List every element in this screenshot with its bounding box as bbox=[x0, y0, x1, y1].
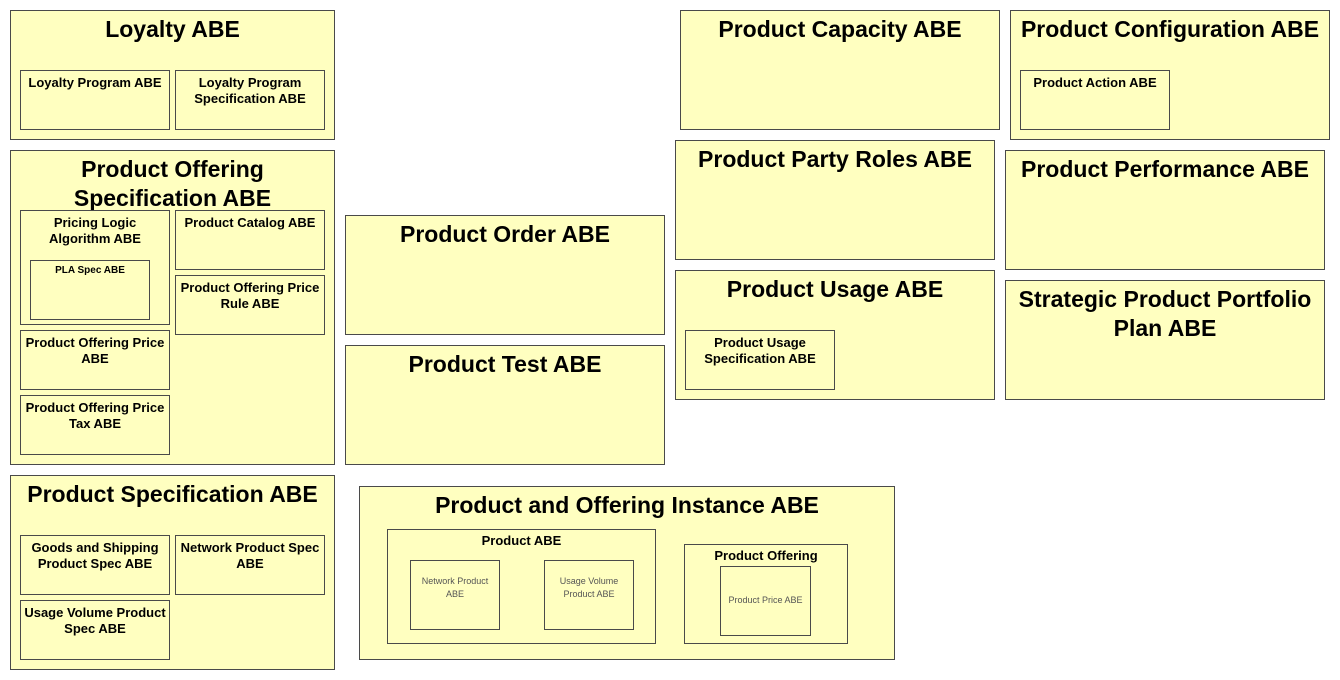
product-offering-price-abe[interactable]: Product Offering Price ABE bbox=[20, 330, 170, 390]
usage-volume-product-spec-abe-label: Usage Volume Product Spec ABE bbox=[24, 605, 166, 636]
product-offering[interactable]: Product Offering Product Price ABE bbox=[684, 544, 848, 644]
product-usage-abe[interactable]: Product Usage ABE Product Usage Specific… bbox=[675, 270, 995, 400]
product-configuration-abe[interactable]: Product Configuration ABE Product Action… bbox=[1010, 10, 1330, 140]
product-price-abe-label: Product Price ABE bbox=[728, 595, 803, 605]
product-usage-abe-title: Product Usage ABE bbox=[726, 276, 944, 302]
goods-shipping-product-spec-abe[interactable]: Goods and Shipping Product Spec ABE bbox=[20, 535, 170, 595]
product-usage-spec-abe-label: Product Usage Specification ABE bbox=[704, 335, 816, 366]
product-offering-price-tax-abe-label: Product Offering Price Tax ABE bbox=[25, 400, 165, 431]
loyalty-abe-title: Loyalty ABE bbox=[105, 16, 240, 42]
product-capacity-abe[interactable]: Product Capacity ABE bbox=[680, 10, 1000, 130]
product-offering-price-rule-abe-label: Product Offering Price Rule ABE bbox=[180, 280, 320, 311]
product-action-abe-label: Product Action ABE bbox=[1033, 75, 1157, 90]
product-party-roles-abe-title: Product Party Roles ABE bbox=[698, 146, 972, 172]
product-offering-price-rule-abe[interactable]: Product Offering Price Rule ABE bbox=[175, 275, 325, 335]
pricing-logic-algorithm-abe-label: Pricing Logic Algorithm ABE bbox=[49, 215, 141, 246]
product-offering-instance-abe-title: Product and Offering Instance ABE bbox=[435, 492, 819, 518]
network-product-abe-label: Network Product ABE bbox=[421, 576, 489, 599]
product-catalog-abe-label: Product Catalog ABE bbox=[184, 215, 316, 230]
loyalty-program-spec-abe[interactable]: Loyalty Program Specification ABE bbox=[175, 70, 325, 130]
network-product-spec-abe[interactable]: Network Product Spec ABE bbox=[175, 535, 325, 595]
pla-spec-abe[interactable]: PLA Spec ABE bbox=[30, 260, 150, 320]
product-specification-abe-title: Product Specification ABE bbox=[27, 481, 318, 507]
loyalty-program-abe-label: Loyalty Program ABE bbox=[28, 75, 162, 90]
product-offering-spec-abe[interactable]: Product Offering Specification ABE Prici… bbox=[10, 150, 335, 465]
product-abe-label: Product ABE bbox=[481, 533, 562, 548]
product-specification-abe[interactable]: Product Specification ABE Goods and Ship… bbox=[10, 475, 335, 670]
product-performance-abe-title: Product Performance ABE bbox=[1021, 156, 1309, 182]
strategic-product-portfolio-plan-abe-title: Strategic Product Portfolio Plan ABE bbox=[1018, 286, 1312, 341]
product-order-abe[interactable]: Product Order ABE bbox=[345, 215, 665, 335]
network-product-spec-abe-label: Network Product Spec ABE bbox=[180, 540, 320, 571]
product-price-abe[interactable]: Product Price ABE bbox=[720, 566, 811, 636]
product-usage-spec-abe[interactable]: Product Usage Specification ABE bbox=[685, 330, 835, 390]
product-offering-label: Product Offering bbox=[714, 548, 818, 563]
product-abe[interactable]: Product ABE Network Product ABE Usage Vo… bbox=[387, 529, 656, 644]
usage-volume-product-spec-abe[interactable]: Usage Volume Product Spec ABE bbox=[20, 600, 170, 660]
pla-spec-abe-label: PLA Spec ABE bbox=[55, 265, 125, 276]
product-offering-price-tax-abe[interactable]: Product Offering Price Tax ABE bbox=[20, 395, 170, 455]
product-capacity-abe-title: Product Capacity ABE bbox=[718, 16, 962, 42]
product-catalog-abe[interactable]: Product Catalog ABE bbox=[175, 210, 325, 270]
goods-shipping-product-spec-abe-label: Goods and Shipping Product Spec ABE bbox=[31, 540, 159, 571]
loyalty-abe[interactable]: Loyalty ABE Loyalty Program ABE Loyalty … bbox=[10, 10, 335, 140]
network-product-abe[interactable]: Network Product ABE bbox=[410, 560, 500, 630]
usage-volume-product-abe-label: Usage Volume Product ABE bbox=[559, 576, 619, 599]
loyalty-program-spec-abe-label: Loyalty Program Specification ABE bbox=[194, 75, 306, 106]
loyalty-program-abe[interactable]: Loyalty Program ABE bbox=[20, 70, 170, 130]
product-test-abe[interactable]: Product Test ABE bbox=[345, 345, 665, 465]
product-order-abe-title: Product Order ABE bbox=[399, 221, 610, 247]
product-offering-instance-abe[interactable]: Product and Offering Instance ABE Produc… bbox=[359, 486, 895, 660]
pricing-logic-algorithm-abe[interactable]: Pricing Logic Algorithm ABE PLA Spec ABE bbox=[20, 210, 170, 325]
product-performance-abe[interactable]: Product Performance ABE bbox=[1005, 150, 1325, 270]
product-action-abe[interactable]: Product Action ABE bbox=[1020, 70, 1170, 130]
product-test-abe-title: Product Test ABE bbox=[408, 351, 602, 377]
product-offering-spec-abe-title: Product Offering Specification ABE bbox=[73, 156, 272, 211]
product-party-roles-abe[interactable]: Product Party Roles ABE bbox=[675, 140, 995, 260]
usage-volume-product-abe[interactable]: Usage Volume Product ABE bbox=[544, 560, 634, 630]
strategic-product-portfolio-plan-abe[interactable]: Strategic Product Portfolio Plan ABE bbox=[1005, 280, 1325, 400]
product-offering-price-abe-label: Product Offering Price ABE bbox=[25, 335, 165, 366]
product-configuration-abe-title: Product Configuration ABE bbox=[1020, 16, 1320, 42]
